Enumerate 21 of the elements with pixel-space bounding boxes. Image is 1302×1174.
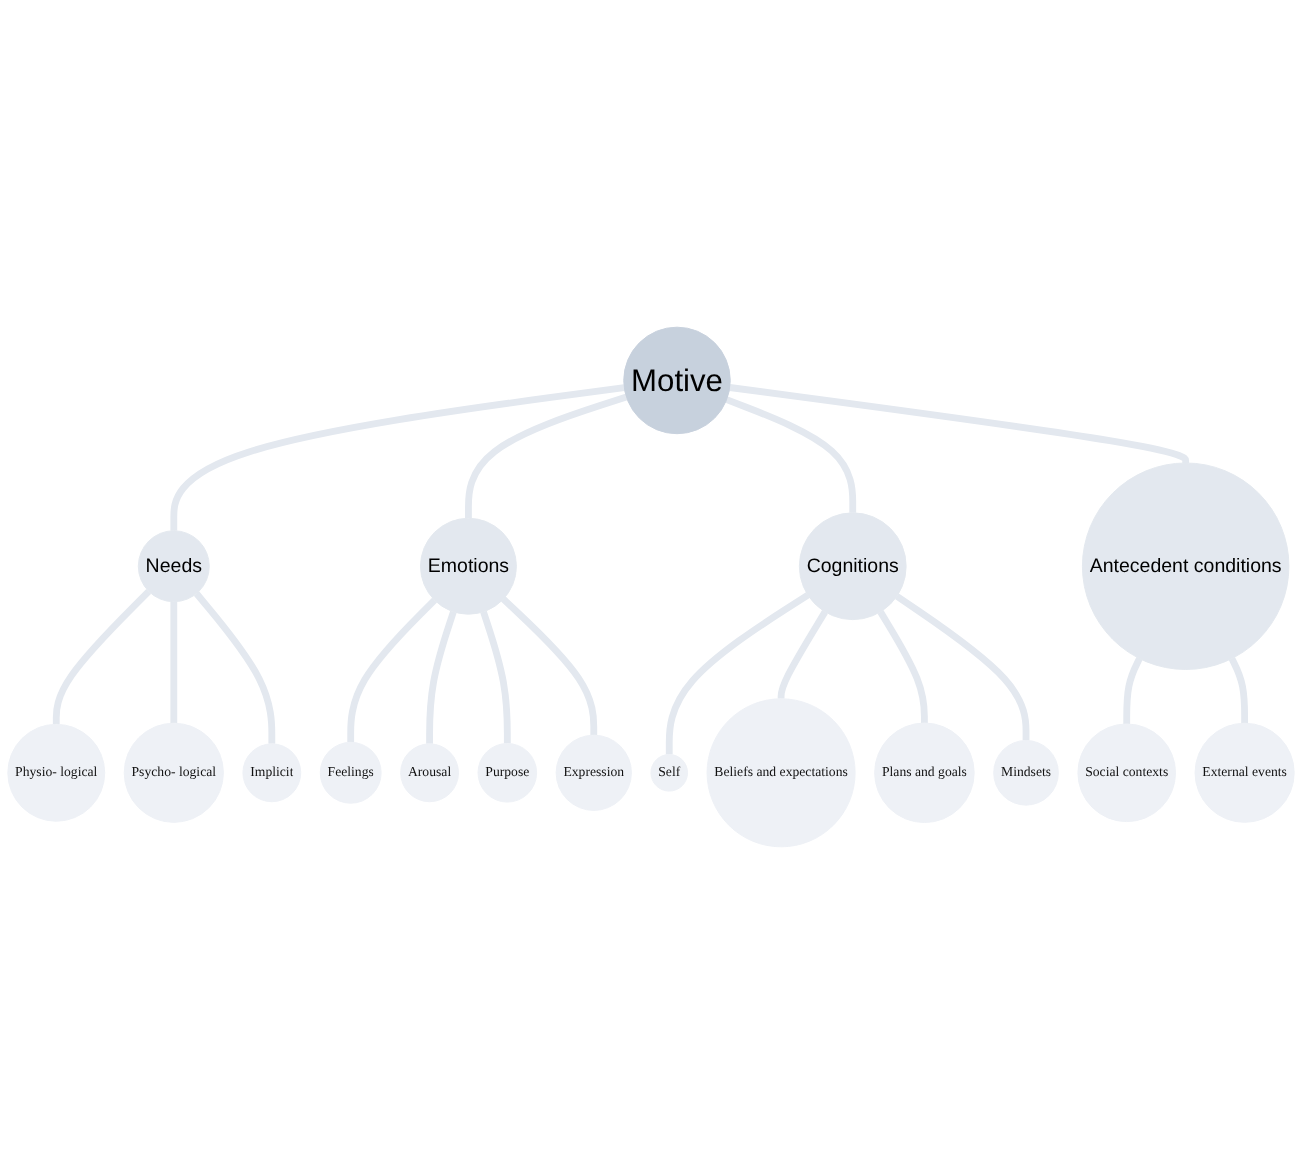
node-circle: Antecedent conditions [1081,462,1290,670]
connector [894,593,1030,741]
node-circle: Emotions [420,517,517,615]
connector [729,384,1190,464]
connector [170,384,625,531]
connector [501,596,598,736]
node-circle: Cognitions [798,512,907,621]
connector [52,588,152,725]
connector [877,610,928,723]
connector [193,591,276,744]
connector [465,393,628,519]
connector [1228,657,1249,724]
node-circle: Needs [137,530,210,603]
connector [777,610,828,700]
connector [347,597,437,743]
connector [665,592,810,755]
connector [480,610,511,744]
connector [426,610,457,744]
connector [725,396,857,513]
connector [1123,657,1143,724]
node-circle: Motive [623,326,731,435]
